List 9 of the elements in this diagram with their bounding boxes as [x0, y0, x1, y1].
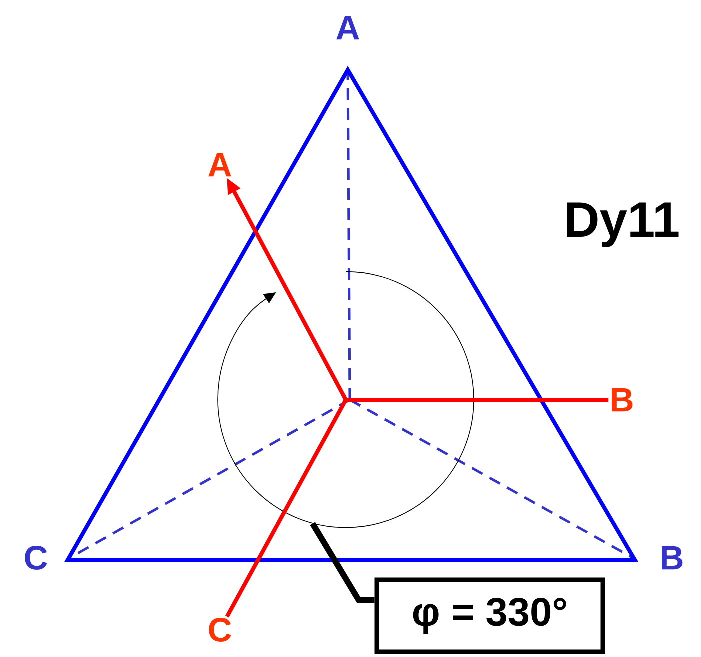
title: Dy11: [567, 202, 679, 248]
phase-label: C: [209, 618, 232, 642]
vertex-label: A: [336, 16, 360, 40]
angle-arc: [218, 271, 474, 528]
phase-label: B: [612, 388, 633, 412]
vertex-label: B: [662, 546, 683, 570]
angle-value-box: φ = 330°: [374, 578, 606, 654]
vertex-label: C: [25, 546, 48, 570]
phase-label: A: [208, 153, 232, 177]
